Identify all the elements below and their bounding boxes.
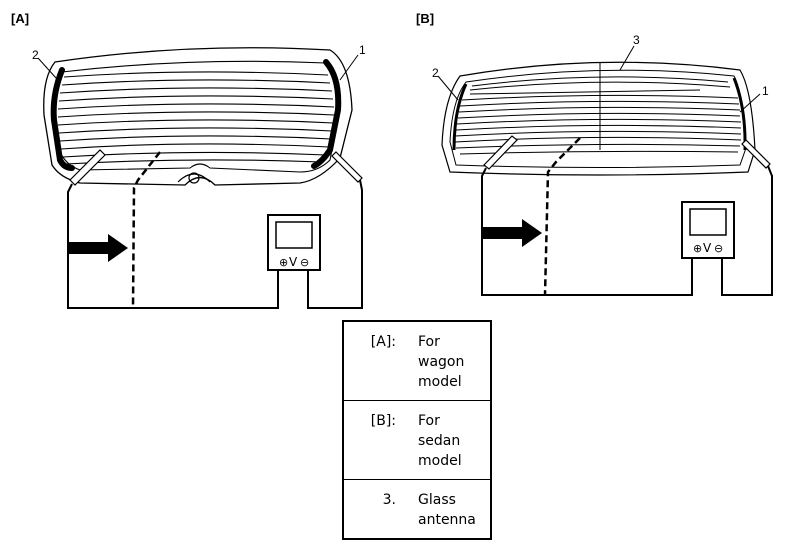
legend-key: [B]: [343, 400, 410, 480]
figure-b-callout-1: 1 [762, 84, 769, 98]
wagon-rear-window [43, 47, 353, 186]
legend-row: 3. Glass antenna [343, 479, 491, 539]
sedan-meter-positive-icon: ⊕ [693, 242, 702, 255]
sedan-probes [483, 135, 771, 170]
legend-row: [B]: For sedan model [343, 400, 491, 480]
legend-row: [A]: For wagon model [343, 321, 491, 401]
sedan-wire-positive [721, 165, 773, 296]
wagon-meter-positive-icon: ⊕ [279, 256, 288, 269]
sedan-meter-negative-icon: ⊖ [714, 242, 723, 255]
sedan-rear-window [441, 61, 756, 176]
wagon-voltmeter: ⊕ V ⊖ [267, 214, 321, 271]
figure-a-callout-1: 1 [359, 43, 366, 57]
wagon-bus-bar-right [311, 59, 342, 169]
figure-b-callout-2: 2 [432, 66, 439, 80]
sedan-arrow-icon [482, 219, 542, 247]
legend-value: For sedan model [410, 400, 491, 480]
legend-key: 3. [343, 479, 410, 539]
wagon-probes [69, 149, 363, 186]
figure-a-label: [A] [11, 11, 30, 26]
sedan-wire-negative [481, 167, 693, 296]
figure-b-label: [B] [416, 11, 435, 26]
sedan-moving-probe-path [543, 137, 581, 296]
sedan-defogger-grid [454, 94, 742, 155]
test-diagram: ⊕ V ⊖ [37, 45, 773, 309]
sedan-glass-antenna [469, 62, 731, 150]
wagon-meter-negative-icon: ⊖ [300, 256, 309, 269]
wagon-bus-bar-left [50, 67, 75, 171]
wagon-arrow-icon [68, 234, 128, 262]
figure-a-callout-2: 2 [32, 48, 39, 62]
sedan-meter-unit: V [703, 241, 712, 255]
figure-b-callout-3: 3 [633, 33, 640, 47]
wagon-wire-positive [307, 179, 363, 309]
legend-value: For wagon model [418, 334, 465, 390]
wagon-meter-unit: V [289, 255, 298, 269]
legend-value: Glass antenna [410, 479, 491, 539]
wagon-wire-negative [67, 183, 279, 309]
legend-key: [A]: [370, 334, 396, 350]
wagon-moving-probe-path [131, 151, 161, 309]
legend-table: [A]: For wagon model [B]: For sedan mode… [342, 320, 492, 540]
sedan-voltmeter: ⊕ V ⊖ [681, 201, 735, 259]
